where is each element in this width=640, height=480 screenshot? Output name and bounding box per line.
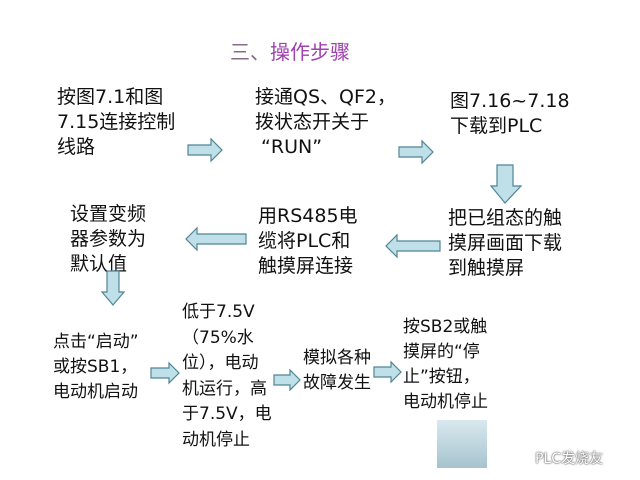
step-switch: 接通QS、QF2， 拨状态开关于 “RUN” <box>255 86 396 158</box>
arrow-right-icon <box>150 361 180 385</box>
step-start: 点击“启动” 或按SB1， 电动机启动 <box>53 332 139 402</box>
arrow-right-icon <box>273 368 301 392</box>
step-faults: 模拟各种 故障发生 <box>303 348 371 393</box>
arrow-down-icon <box>100 270 126 306</box>
watermark-chart-image <box>437 420 487 468</box>
arrow-down-icon <box>489 164 523 204</box>
step-download-plc: 图7.16~7.18 下载到PLC <box>450 90 570 137</box>
watermark: PLC发烧友 <box>535 451 604 467</box>
step-wiring: 按图7.1和图 7.15连接控制 线路 <box>57 86 176 158</box>
step-download-hmi: 把已组态的触 摸屏画面下载 到触摸屏 <box>448 207 563 279</box>
arrow-right-icon <box>373 360 402 384</box>
arrow-left-icon <box>385 233 441 259</box>
step-connect: 用RS485电 缆将PLC和 触摸屏连接 <box>258 205 358 277</box>
step-level: 低于7.5V （75%水 位），电动 机运行，高 于7.5V，电 动机停止 <box>182 302 272 450</box>
arrow-right-icon <box>398 139 434 165</box>
arrow-left-icon <box>185 226 247 252</box>
arrow-right-icon <box>187 137 223 163</box>
title-main: 操作步骤 <box>270 40 350 64</box>
step-stop: 按SB2或触 摸屏的“停 止”按钮， 电动机停止 <box>403 317 488 412</box>
step-vfd-params: 设置变频 器参数为 默认值 <box>70 203 147 275</box>
slide-title: 三、操作步骤 <box>230 36 350 65</box>
title-prefix: 三、 <box>230 40 270 64</box>
